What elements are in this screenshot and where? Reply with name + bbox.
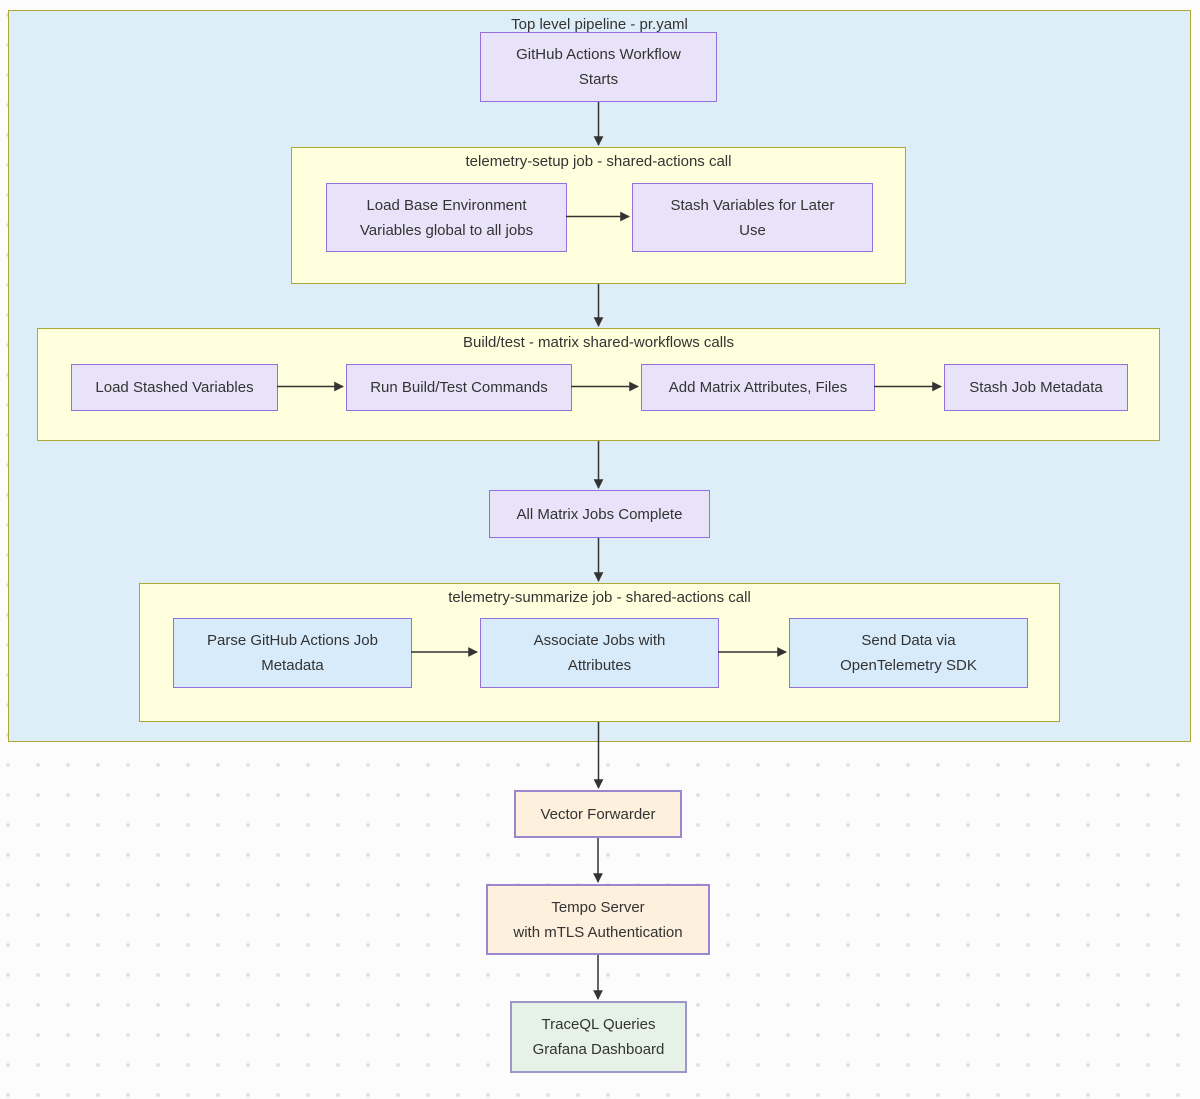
- node-stash-job-metadata: Stash Job Metadata: [944, 364, 1128, 411]
- node-text-line: Stash Variables for Later: [670, 196, 835, 214]
- node-add-matrix-attributes-files: Add Matrix Attributes, Files: [641, 364, 875, 411]
- node-text-line: GitHub Actions Workflow: [516, 46, 681, 63]
- node-text-line: Stash Job Metadata: [969, 379, 1103, 396]
- node-text-line: Send Data via: [861, 632, 956, 649]
- cluster-top-level-pipeline-title: Top level pipeline - pr.yaml: [511, 16, 688, 33]
- node-text-line: Associate Jobs with: [533, 632, 666, 649]
- node-vector-forwarder: Vector Forwarder: [514, 790, 682, 838]
- node-parse-github-actions-job-metadata: Parse GitHub Actions Job Metadata: [173, 618, 412, 688]
- cluster-telemetry-setup-title: telemetry-setup job - shared-actions cal…: [465, 153, 732, 170]
- node-run-build-test-commands: Run Build/Test Commands: [346, 364, 572, 411]
- node-load-stashed-variables: Load Stashed Variables: [71, 364, 278, 411]
- cluster-telemetry-summarize-title: telemetry-summarize job - shared-actions…: [448, 589, 751, 606]
- node-text-line: Load Base Environment: [366, 196, 527, 214]
- node-text-line: Metadata: [261, 657, 324, 674]
- node-stash-variables-for-later-use: Stash Variables for Later Use: [632, 183, 873, 252]
- cluster-build-test-matrix-title: Build/test - matrix shared-workflows cal…: [463, 334, 734, 351]
- node-text-line: Add Matrix Attributes, Files: [668, 379, 848, 396]
- node-text-line: Tempo Server: [551, 898, 645, 916]
- node-text-line: All Matrix Jobs Complete: [516, 505, 683, 523]
- node-text-line: Variables global to all jobs: [359, 221, 534, 239]
- node-text-line: OpenTelemetry SDK: [840, 657, 977, 674]
- node-all-matrix-jobs-complete: All Matrix Jobs Complete: [489, 490, 710, 538]
- node-text-line: Use: [739, 221, 766, 239]
- node-traceql-grafana-dashboard: TraceQL Queries Grafana Dashboard: [510, 1001, 687, 1073]
- node-text-line: TraceQL Queries: [541, 1016, 656, 1033]
- node-text-line: Parse GitHub Actions Job: [207, 632, 378, 649]
- node-text-line: Grafana Dashboard: [532, 1041, 665, 1058]
- node-text-line: Vector Forwarder: [540, 805, 656, 823]
- node-text-line: Starts: [578, 71, 619, 88]
- node-text-line: Attributes: [567, 657, 632, 674]
- cluster-build-test-matrix: Build/test - matrix shared-workflows cal…: [37, 328, 1160, 441]
- node-text-line: Load Stashed Variables: [95, 379, 254, 396]
- node-associate-jobs-with-attributes: Associate Jobs with Attributes: [480, 618, 719, 688]
- node-github-actions-workflow-starts: GitHub Actions Workflow Starts: [480, 32, 717, 102]
- node-send-data-via-opentelemetry-sdk: Send Data via OpenTelemetry SDK: [789, 618, 1028, 688]
- node-tempo-server-mtls: Tempo Server with mTLS Authentication: [486, 884, 710, 955]
- node-text-line: with mTLS Authentication: [513, 923, 683, 941]
- node-load-base-environment-variables: Load Base Environment Variables global t…: [326, 183, 567, 252]
- node-text-line: Run Build/Test Commands: [370, 379, 548, 396]
- cluster-telemetry-summarize: telemetry-summarize job - shared-actions…: [139, 583, 1060, 722]
- cluster-telemetry-setup: telemetry-setup job - shared-actions cal…: [291, 147, 906, 284]
